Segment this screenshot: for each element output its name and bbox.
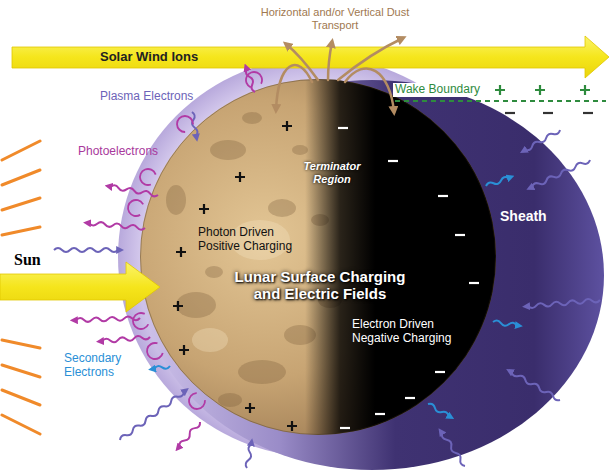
sun-ray <box>2 198 40 210</box>
sun-ray <box>2 340 40 348</box>
callout-label: Plasma Electrons <box>100 90 193 104</box>
moon-rim <box>141 80 496 435</box>
text-slot: Lunar Surface Charging and Electric Fiel… <box>220 268 420 303</box>
region-label: Terminator Region <box>296 160 368 185</box>
minus-sign <box>338 127 348 129</box>
wake-boundary-line <box>395 100 606 102</box>
text-slot: Sheath <box>500 208 547 224</box>
text-slot: Terminator Region <box>296 160 368 185</box>
sheath-shape <box>140 80 604 470</box>
text-slot: Electron Driven Negative Charging <box>352 318 472 346</box>
label-slot: Plasma Electrons <box>100 90 193 104</box>
photoelectron-wave <box>176 421 202 450</box>
plus-sign <box>535 85 545 95</box>
sun-ray <box>2 141 40 160</box>
minus-sign <box>455 234 465 236</box>
sun-label: Sun <box>14 251 41 269</box>
callout-label: Photoelectrons <box>78 145 158 159</box>
region-label: Sheath <box>500 208 547 224</box>
sheath-region: SheathTerminator RegionPhoton Driven Pos… <box>118 55 605 470</box>
sun-ray <box>2 365 40 377</box>
moon-shape <box>140 79 496 435</box>
solar-wind-arrow: Solar Wind Ions <box>12 34 609 78</box>
sheath-region-outline <box>118 55 605 470</box>
sun-ray <box>2 170 40 185</box>
label-slot: Wake Boundary <box>393 83 482 97</box>
moon-disc-outline <box>140 79 496 435</box>
minus-sign <box>438 195 448 197</box>
minus-sign <box>405 397 415 399</box>
moon-texture <box>140 79 496 435</box>
sun-ray <box>2 227 40 235</box>
band-label: Solar Wind Ions <box>100 50 198 65</box>
minus-sign <box>505 112 515 114</box>
charging-label: Photon Driven Positive Charging <box>198 226 312 254</box>
minus-sign <box>583 112 593 114</box>
sun-ray <box>2 390 40 405</box>
minus-sign <box>435 371 445 373</box>
title-label: Lunar Surface Charging and Electric Fiel… <box>220 268 420 303</box>
wake-negative-charges <box>505 112 593 114</box>
text-slot: Photon Driven Positive Charging <box>198 226 312 254</box>
plus-sign <box>580 85 590 95</box>
callout-label: Secondary Electrons <box>64 352 146 380</box>
plus-sign <box>495 85 505 95</box>
plasma-wave <box>54 248 121 252</box>
minus-sign <box>543 112 553 114</box>
minus-sign <box>469 282 479 284</box>
label-slot: Secondary Electrons <box>64 352 146 380</box>
callout-label: Horizontal and/or Vertical Dust Transpor… <box>255 6 415 31</box>
callout-label: Wake Boundary <box>393 83 482 97</box>
charging-label: Electron Driven Negative Charging <box>352 318 472 346</box>
sunlight-arrow <box>0 262 160 312</box>
arrow-shape <box>12 36 609 78</box>
plasma-wave <box>119 388 188 441</box>
minus-sign <box>375 413 385 415</box>
label-slot: Horizontal and/or Vertical Dust Transpor… <box>255 6 415 31</box>
night-side <box>140 79 496 435</box>
minus-sign <box>340 427 350 429</box>
moon-disc: Terminator RegionPhoton Driven Positive … <box>140 79 496 435</box>
minus-sign <box>388 160 398 162</box>
label-slot: Sun <box>14 251 41 269</box>
wake-positive-charges <box>495 85 590 95</box>
sun-ray <box>2 415 40 434</box>
label-slot: Photoelectrons <box>78 145 158 159</box>
text-slot: Solar Wind Ions <box>100 50 198 65</box>
